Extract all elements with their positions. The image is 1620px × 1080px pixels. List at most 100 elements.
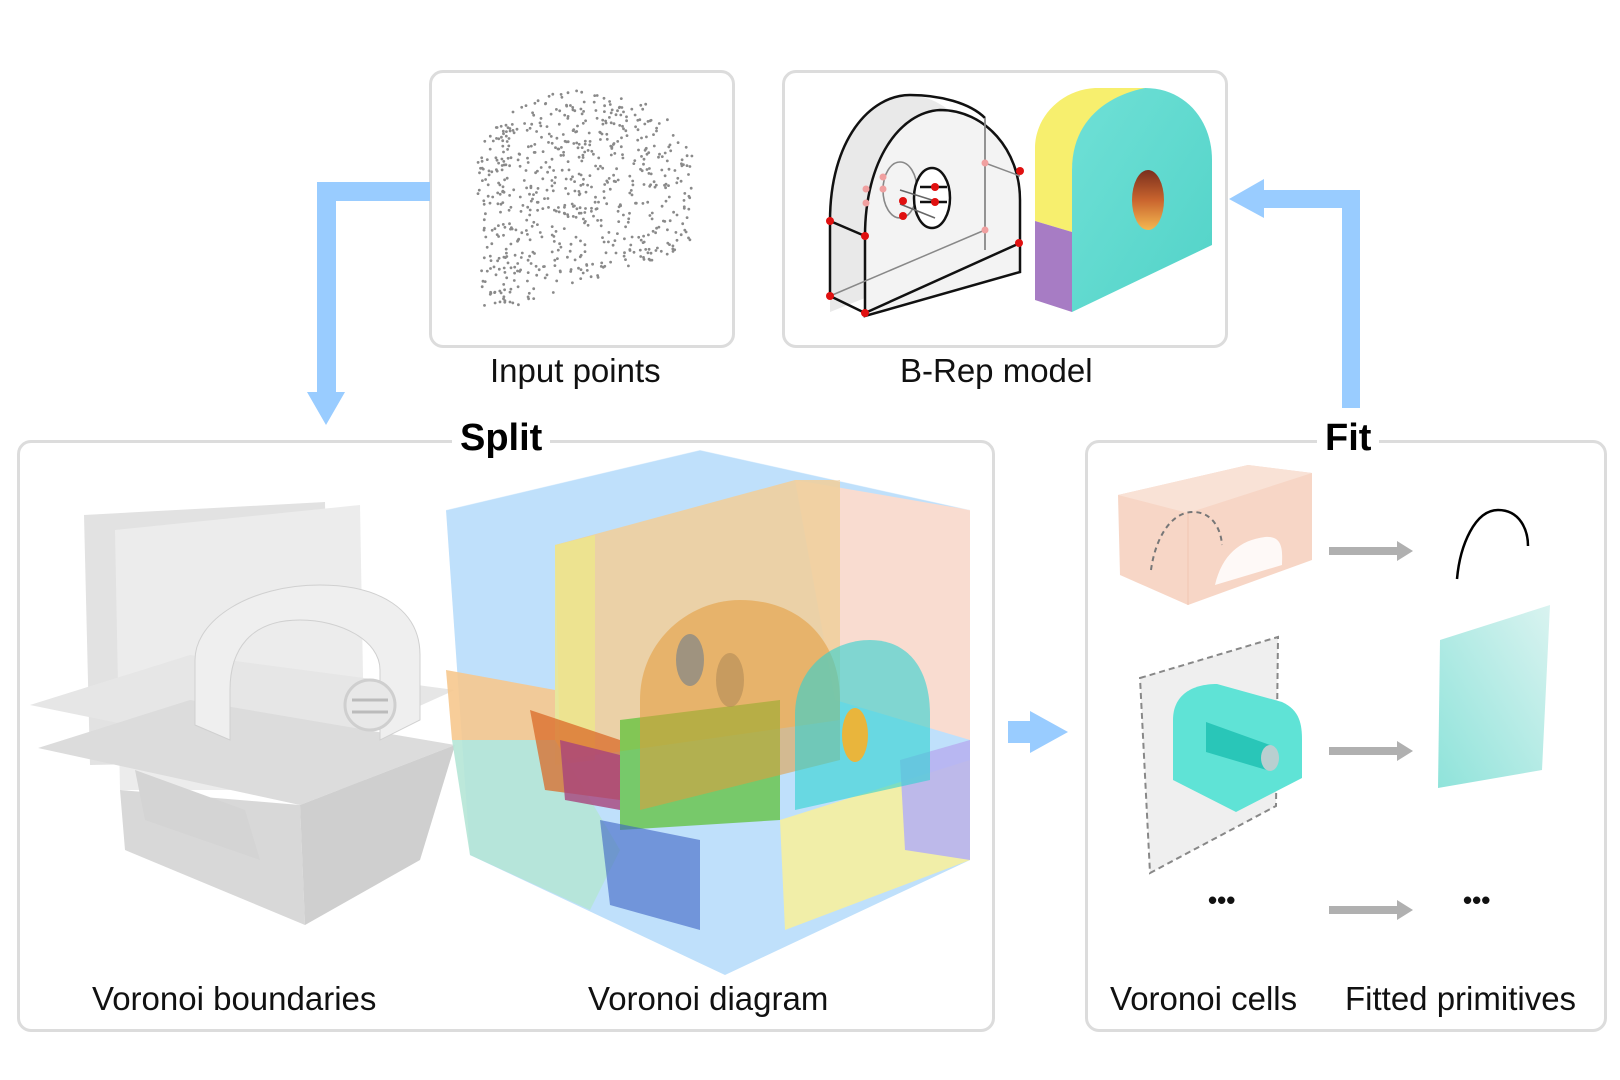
point [632,162,636,166]
voronoi-boundaries-image [30,502,455,925]
point [513,271,516,275]
point [654,249,658,252]
point [569,268,573,271]
point [619,204,622,208]
point [623,251,626,255]
point [501,139,505,143]
point [659,249,663,253]
point [612,173,615,177]
point [584,207,587,210]
point [495,137,498,140]
point [533,151,537,154]
point [490,170,494,174]
point [549,135,553,138]
point [560,168,564,172]
point [636,138,640,142]
point [679,233,683,237]
point [488,254,492,258]
point [603,183,607,186]
point [526,233,529,236]
point [579,107,583,111]
point [563,113,567,117]
point [486,194,490,198]
point [584,119,587,123]
point [612,122,616,126]
point [641,202,645,205]
point [647,172,651,175]
point [546,197,550,200]
point [571,175,574,179]
point [500,157,504,161]
point [645,135,648,139]
brep-colored-image [1035,88,1212,312]
point [660,155,664,159]
point [555,136,559,140]
point [644,102,648,106]
point [603,104,606,108]
point [616,109,619,113]
point [501,185,505,189]
point [511,110,515,114]
point [503,178,506,182]
point [559,154,563,157]
point [511,129,515,132]
point [558,109,562,113]
point [578,206,582,210]
point [608,103,612,106]
point [676,176,680,180]
point [524,169,528,172]
point [582,100,586,104]
point [500,164,504,167]
point [577,172,581,176]
point [625,134,629,138]
point [508,222,511,226]
point [690,154,694,158]
point [609,111,613,115]
point [592,100,596,104]
point [649,118,653,122]
point [666,228,669,232]
point [666,241,670,245]
point [509,287,513,291]
point [536,169,539,173]
point [636,128,640,132]
point [571,108,575,112]
point [622,254,626,258]
point [604,119,607,123]
point [592,152,595,156]
point [631,183,635,187]
point [505,276,509,280]
point [539,117,543,120]
point [641,107,645,111]
point [513,253,517,257]
point [506,261,510,265]
point [684,230,688,234]
more-primitives-ellipsis: ••• [1463,885,1491,915]
point [482,218,486,222]
point [519,256,523,259]
point [482,228,486,232]
point [599,218,603,222]
point [554,209,558,213]
point [660,168,664,172]
point [505,176,509,180]
point [502,283,506,286]
point [482,202,486,206]
point [660,204,664,208]
point [491,139,495,143]
point [685,164,689,168]
point [529,199,533,203]
point [559,245,563,249]
fitted-primitive-plane [1438,605,1550,788]
point [574,130,577,134]
point [489,267,492,270]
point [552,240,556,243]
point [531,197,534,201]
point [608,100,611,103]
point [532,287,536,291]
point [625,115,628,119]
point [656,246,659,250]
point [566,213,569,217]
point [569,104,572,107]
point [668,219,672,223]
